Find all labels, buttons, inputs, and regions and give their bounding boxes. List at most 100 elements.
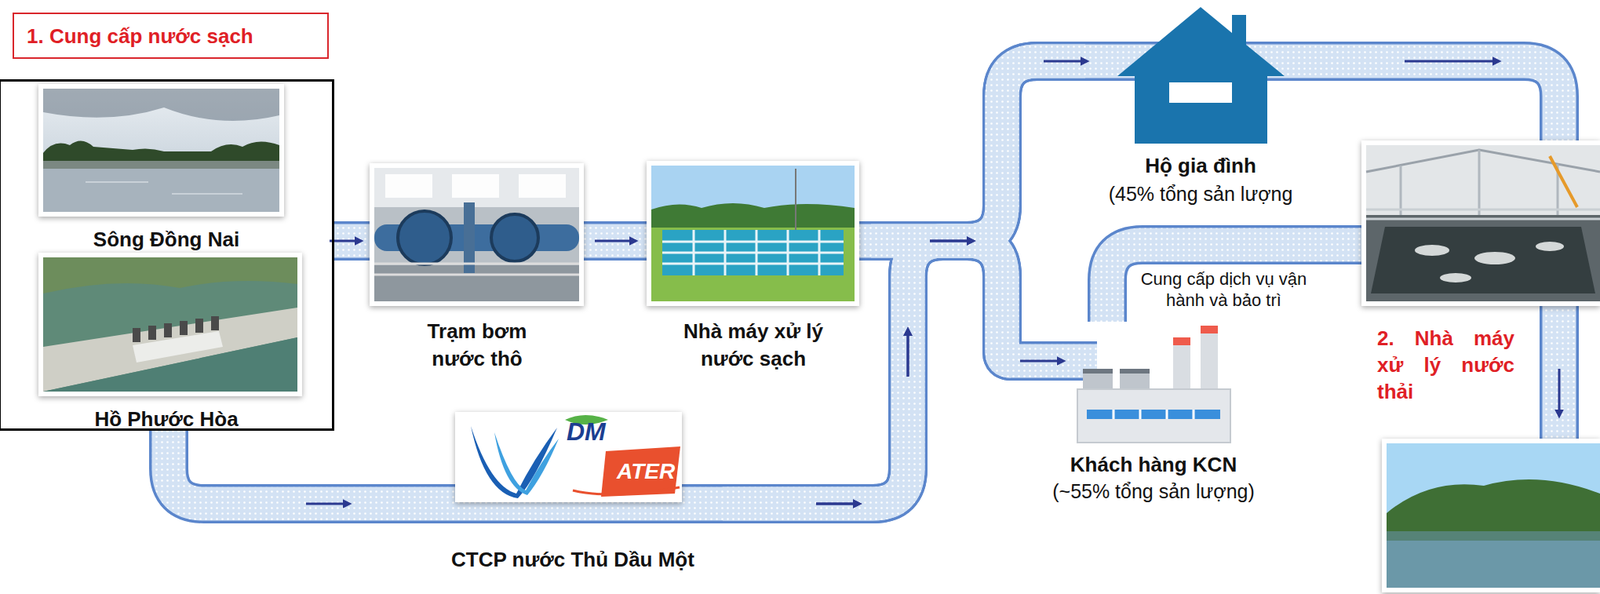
treatment-photo-part <box>794 168 797 230</box>
wastewater-photo-part <box>1414 241 1564 283</box>
river-photo-part <box>38 83 285 217</box>
treatment-photo-part <box>662 229 844 276</box>
house-icon-part <box>1117 7 1285 144</box>
lake-photo-part <box>1386 531 1600 541</box>
pump-photo-part <box>374 167 580 302</box>
wastewater-box: 2. Nhà máy xử lý nước thải <box>1361 140 1600 405</box>
pipe-network-part <box>168 61 1560 518</box>
house-icon-part <box>1169 82 1232 103</box>
flow-arrow <box>929 240 974 243</box>
flow-arrow <box>306 502 350 506</box>
node-label: Sông Đồng Nai <box>0 227 332 252</box>
pipe-border <box>168 430 423 504</box>
wastewater-photo-part <box>1366 145 1600 302</box>
dam-photo-part <box>132 331 223 363</box>
flow-arrow <box>1558 368 1561 416</box>
factory-icon-part <box>1200 325 1218 393</box>
house-icon <box>1114 3 1288 146</box>
customer-box: Hộ gia đình (45% tổng sản lượng <box>1085 3 1316 206</box>
treatment-photo <box>646 160 860 307</box>
wastewater-photo-part <box>1414 244 1450 256</box>
logo-letters: ATER <box>616 459 675 485</box>
logo-letters: DM <box>566 418 606 445</box>
factory-icon-part <box>1119 368 1150 374</box>
pipe <box>1315 61 1560 141</box>
dam-photo-part <box>211 316 219 331</box>
section-title: 1. Cung cấp nước sạch <box>26 24 254 48</box>
pipe <box>871 61 1086 241</box>
pump-photo-part <box>397 211 452 265</box>
lake-photo-part <box>1381 438 1600 593</box>
dam-photo-part <box>164 323 172 338</box>
flow-arrow <box>1404 60 1499 63</box>
node-label: CTCP nước Thủ Dầu Một <box>422 547 723 572</box>
factory-icon-part <box>1173 337 1191 393</box>
node-label: Khách hàng KCN <box>1010 452 1297 477</box>
company-logo-part <box>494 432 559 496</box>
node-label: Hồ Phước Hòa <box>0 407 332 431</box>
node-label: Hộ gia đình <box>1085 153 1316 178</box>
factory-icon-part <box>1173 337 1191 346</box>
treatment-photo-part <box>662 229 844 276</box>
node-label: Nhà máy xử lý nước sạch <box>682 317 824 373</box>
source-box: Sông Đồng Nai Hồ Phước Hòa <box>0 79 335 431</box>
company-logo-part <box>572 487 680 495</box>
pump-photo-part <box>451 174 500 198</box>
pump-photo-part <box>491 214 539 262</box>
pipe <box>1107 244 1362 322</box>
dam-photo-part <box>43 307 298 392</box>
dam-photo-part <box>38 252 303 397</box>
wastewater-photo-part <box>1400 149 1558 216</box>
dam-photo-part <box>148 325 157 340</box>
node-label: (45% tổng sản lượng <box>1085 182 1316 206</box>
factory-icon-part <box>1086 409 1221 420</box>
wastewater-photo-part <box>1474 251 1516 265</box>
pump-photo <box>369 163 584 307</box>
flow-arrow <box>816 502 860 506</box>
pipe <box>594 224 636 259</box>
wastewater-photo <box>1361 140 1600 307</box>
factory-icon-part <box>1119 368 1150 391</box>
dam-photo-part <box>43 257 298 392</box>
flow-arrow <box>594 240 636 243</box>
wastewater-photo-part <box>1361 140 1600 307</box>
pump-photo-part <box>374 263 580 275</box>
station-box: Trạm bơm nước thô <box>359 163 595 373</box>
factory-icon-part <box>1077 389 1231 443</box>
treatment-photo-part <box>651 165 855 302</box>
wastewater-photo-part <box>1439 273 1472 283</box>
factory-icon-part <box>1082 368 1113 391</box>
pipe-border <box>594 221 636 261</box>
pipe <box>168 430 423 504</box>
treatment-photo-part <box>651 227 855 302</box>
pump-photo-part <box>518 174 566 198</box>
factory-icon-part <box>1113 409 1194 420</box>
pipe-border <box>1107 244 1362 322</box>
river-photo <box>38 83 285 217</box>
river-photo-part <box>43 88 280 121</box>
plant-box: Nhà máy xử lý nước sạch <box>635 160 872 373</box>
lake-photo-part <box>1386 443 1600 588</box>
treatment-photo-part <box>646 160 860 307</box>
flow-arrow <box>907 329 910 377</box>
pipe-border <box>1315 61 1560 141</box>
dam-photo <box>38 252 303 397</box>
wastewater-photo-part <box>1370 226 1596 294</box>
flow-arrow <box>1020 360 1064 363</box>
company-logo-part <box>455 411 682 503</box>
connector-label: Cung cấp dịch vụ vận hành và bảo trì <box>1139 268 1309 311</box>
flow-arrow <box>929 240 974 243</box>
factory-icon <box>1071 321 1237 445</box>
dam-photo-part <box>132 328 141 343</box>
customer-box: Khách hàng KCN(~55% tổng sản lượng) <box>1010 321 1297 503</box>
node-label: 2. Nhà máy xử lý nước thải <box>1377 324 1515 405</box>
node-label: (~55% tổng sản lượng) <box>1010 479 1297 503</box>
factory-icon-part <box>1200 325 1218 334</box>
pipe-network-part <box>168 61 1560 518</box>
wastewater-photo-part <box>1549 156 1578 208</box>
river-photo-part <box>43 140 280 163</box>
wastewater-photo-part <box>1535 241 1564 252</box>
lake-photo-part <box>1386 479 1600 535</box>
dam-photo-part <box>179 320 188 336</box>
